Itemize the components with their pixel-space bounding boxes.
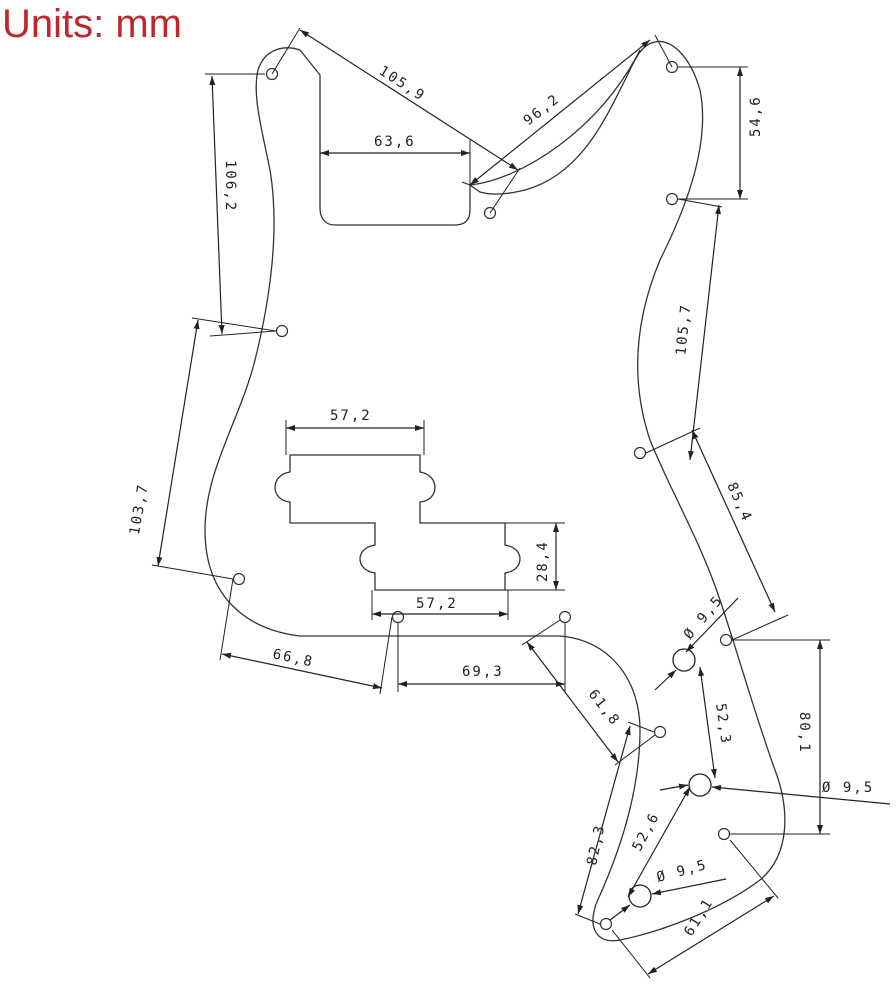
dimension-line bbox=[688, 204, 721, 461]
dimension-label: 69,3 bbox=[462, 664, 504, 680]
dimension-label: 28,4 bbox=[535, 540, 551, 582]
dimension-line bbox=[627, 786, 691, 898]
dimension-label: 106,2 bbox=[222, 160, 238, 212]
dimension-line bbox=[221, 652, 383, 690]
screw-hole bbox=[665, 192, 679, 206]
leader-line bbox=[685, 597, 739, 653]
units-title: Units: mm bbox=[2, 2, 182, 46]
dimension-label: Ø 9,5 bbox=[822, 780, 874, 796]
leader-line bbox=[609, 904, 631, 921]
dimension-label: 63,6 bbox=[374, 134, 416, 150]
dimension-line bbox=[691, 429, 776, 613]
dimension-label: 54,6 bbox=[748, 95, 764, 137]
dimension-label: 66,8 bbox=[271, 646, 315, 670]
screw-hole bbox=[599, 917, 613, 931]
screw-hole bbox=[719, 633, 733, 647]
dimension-label: 57,2 bbox=[416, 596, 458, 612]
dimension-label: 85,4 bbox=[723, 480, 755, 525]
dimension-label: 105,7 bbox=[673, 303, 694, 357]
screw-hole bbox=[275, 324, 289, 338]
dimension-line bbox=[698, 666, 717, 779]
leader-line bbox=[659, 783, 689, 791]
dimension-label: 52,3 bbox=[712, 702, 734, 746]
dimension-label: 57,2 bbox=[330, 408, 372, 424]
dimension-line bbox=[209, 75, 225, 335]
dimension-line bbox=[469, 39, 651, 186]
dimension-label: 103,7 bbox=[127, 482, 152, 536]
dimension-label: 52,6 bbox=[629, 810, 663, 854]
dimension-line bbox=[156, 319, 200, 567]
dimension-line bbox=[647, 895, 775, 975]
pot-hole bbox=[672, 648, 696, 672]
dimension-line bbox=[577, 725, 631, 915]
pickguard-outline bbox=[204, 40, 786, 942]
dimension-label: 61,8 bbox=[585, 687, 623, 730]
leader-line bbox=[651, 878, 727, 896]
leader-line bbox=[654, 669, 677, 691]
screw-hole bbox=[717, 827, 731, 841]
dimension-label: 96,2 bbox=[521, 91, 564, 129]
screw-hole bbox=[232, 572, 246, 586]
pickup-route bbox=[274, 454, 521, 591]
screw-hole bbox=[558, 610, 572, 624]
dimension-label: 82,3 bbox=[584, 823, 608, 867]
dimension-label: 61,1 bbox=[681, 895, 717, 939]
screw-hole bbox=[653, 725, 667, 739]
screw-hole bbox=[633, 446, 647, 460]
dimension-label: 80,1 bbox=[796, 712, 812, 754]
dimension-label: Ø 9,5 bbox=[655, 857, 710, 886]
leader-line bbox=[711, 784, 891, 805]
pot-hole bbox=[688, 773, 712, 797]
screw-hole bbox=[391, 610, 405, 624]
